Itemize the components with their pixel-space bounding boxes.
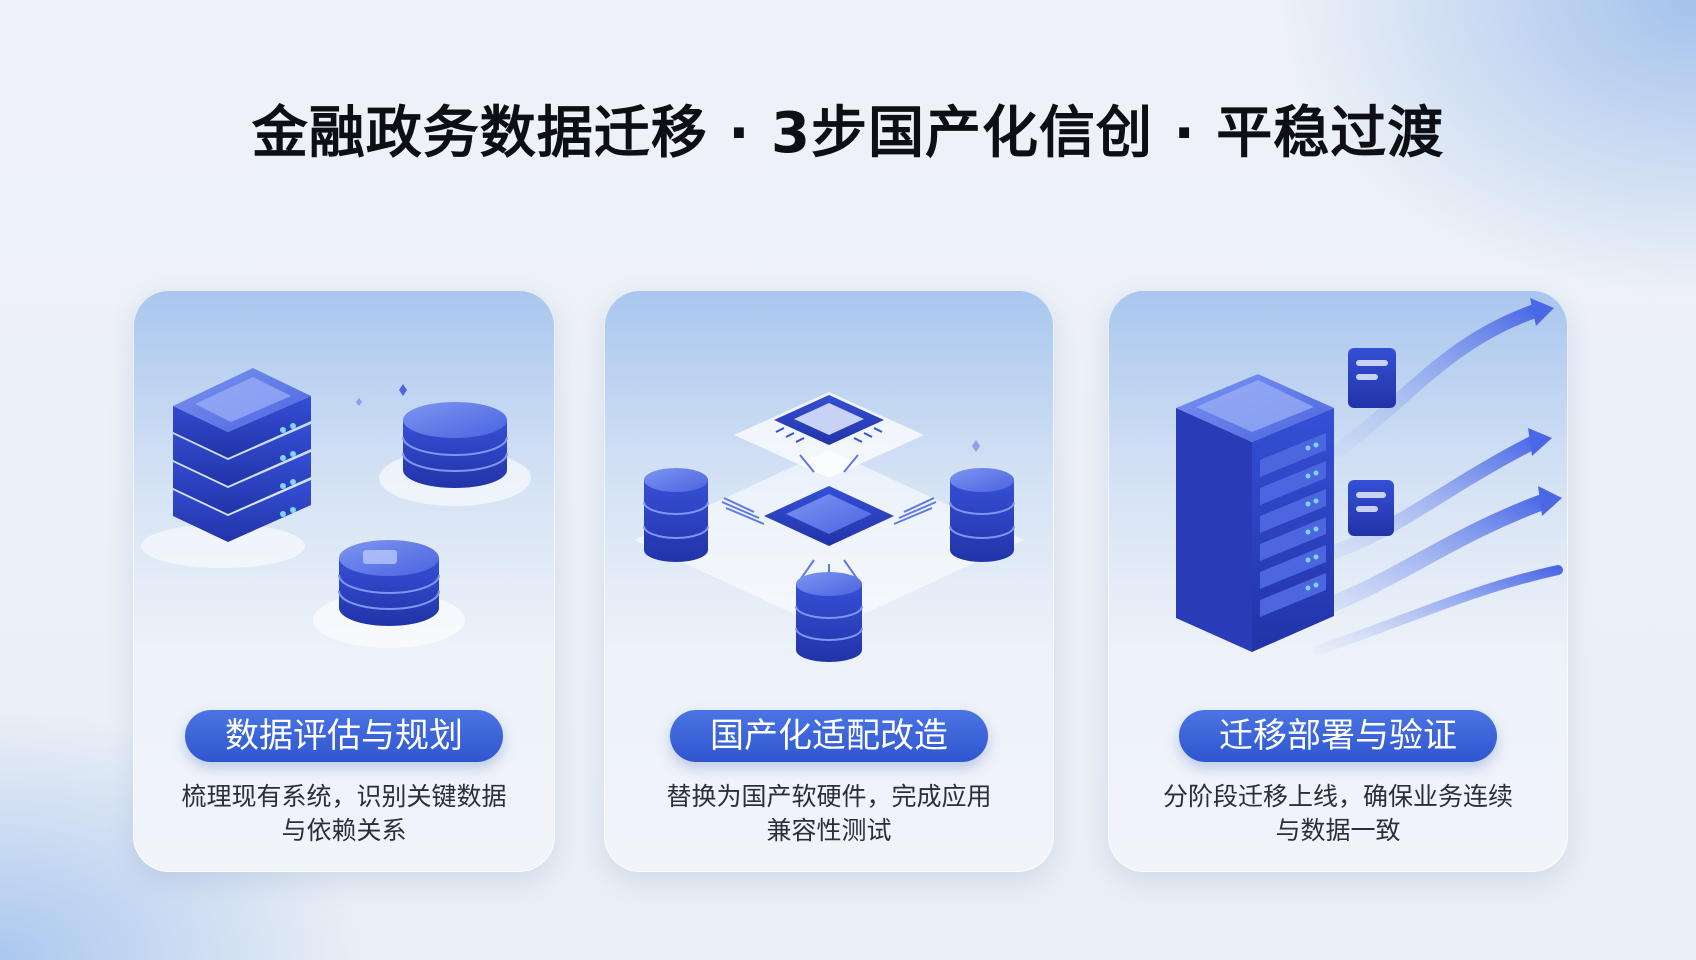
- step-description-1-line-2: 与依赖关系: [281, 816, 407, 845]
- step-description-3-line-2: 与数据一致: [1275, 816, 1401, 845]
- step-label-2: 国产化适配改造: [670, 710, 988, 762]
- step-card-2: 国产化适配改造 替换为国产软硬件，完成应用 兼容性测试: [604, 290, 1054, 872]
- step-description-3-line-1: 分阶段迁移上线，确保业务连续: [1162, 782, 1513, 811]
- step-description-3: 分阶段迁移上线，确保业务连续 与数据一致: [1128, 780, 1548, 848]
- step-description-1-line-1: 梳理现有系统，识别关键数据: [181, 782, 507, 811]
- step-card-3: 迁移部署与验证 分阶段迁移上线，确保业务连续 与数据一致: [1108, 290, 1568, 872]
- step-description-2-line-1: 替换为国产软硬件，完成应用: [666, 782, 992, 811]
- step-label-3: 迁移部署与验证: [1179, 710, 1497, 762]
- step-description-2-line-2: 兼容性测试: [766, 816, 892, 845]
- chip-and-database-icons: [634, 392, 1024, 662]
- server-tower-and-migration-arrows-icons: [1176, 298, 1563, 655]
- step-card-1: 数据评估与规划 梳理现有系统，识别关键数据 与依赖关系: [133, 290, 555, 872]
- step-description-1: 梳理现有系统，识别关键数据 与依赖关系: [153, 780, 535, 848]
- step-label-1: 数据评估与规划: [185, 710, 503, 762]
- step-description-2: 替换为国产软硬件，完成应用 兼容性测试: [624, 780, 1034, 848]
- page-title: 金融政务数据迁移 · 3步国产化信创 · 平稳过渡: [251, 101, 1445, 166]
- server-rack-and-database-icons: [141, 368, 531, 648]
